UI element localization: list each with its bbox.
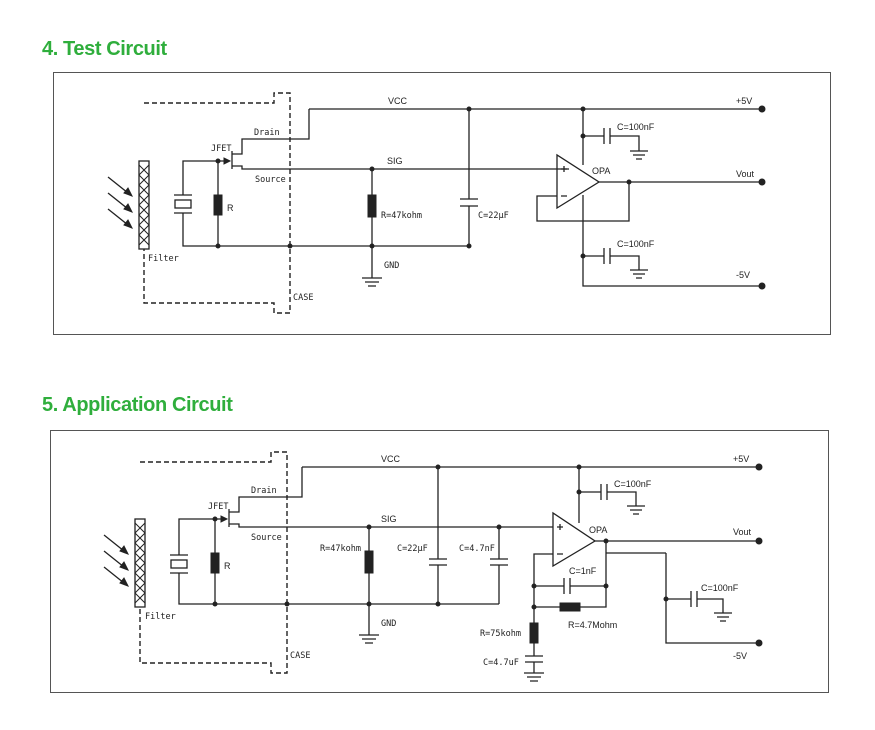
filter-element [134, 518, 146, 608]
c47u-label: C=4.7uF [483, 658, 519, 668]
vcc-label: VCC [381, 454, 401, 464]
pyroelectric-element [174, 194, 192, 214]
load-resistor-47k [367, 194, 377, 218]
minus5v-label: -5V [736, 270, 750, 280]
r-label: R [224, 561, 231, 571]
gate-resistor [210, 552, 220, 574]
c100n-bottom-label: C=100nF [617, 239, 655, 249]
drain-label: Drain [254, 128, 280, 138]
application-circuit-heading: 5. Application Circuit [42, 394, 233, 416]
sensor-case-outline [139, 451, 288, 674]
infrared-arrows [103, 534, 130, 587]
filter-label: Filter [145, 612, 176, 622]
bypass-capacitor-right [665, 553, 756, 644]
filter-element [138, 160, 150, 250]
jfet-label: JFET [208, 502, 228, 512]
r75k-label: R=75kohm [480, 629, 521, 639]
c47n-label: C=4.7nF [459, 544, 495, 554]
plus5v-label: +5V [733, 454, 749, 464]
gnd-label: GND [384, 261, 399, 271]
test-circuit-panel: VCC +5V Drain JFET SIG Source R R=47kohm… [53, 72, 831, 335]
load-resistor-47k [364, 550, 374, 574]
application-circuit-panel: VCC +5V Drain JFET SIG Source R R=47kohm… [50, 430, 829, 693]
sig-label: SIG [381, 514, 397, 524]
opa-label: OPA [592, 166, 610, 176]
source-label: Source [255, 175, 286, 185]
filter-label: Filter [148, 254, 179, 264]
opamp-symbol [556, 153, 601, 210]
gain-resistor-75k [529, 622, 539, 644]
test-circuit-schematic: VCC +5V Drain JFET SIG Source R R=47kohm… [107, 92, 766, 314]
ground-symbol [359, 604, 379, 644]
c22u-label: C=22μF [397, 544, 428, 554]
gate-resistor [213, 194, 223, 216]
plus5v-label: +5V [736, 96, 752, 106]
case-label: CASE [290, 651, 310, 661]
source-label: Source [251, 533, 282, 543]
gnd-label: GND [381, 619, 396, 629]
test-circuit-heading: 4. Test Circuit [42, 38, 167, 60]
pyroelectric-element [170, 554, 188, 574]
c22u-label: C=22μF [478, 211, 509, 221]
jfet-symbol [220, 467, 553, 528]
bypass-capacitor-top [579, 484, 645, 515]
r47m-label: R=4.7Mohm [568, 620, 617, 630]
gain-capacitor-4.7u [524, 643, 544, 682]
feedback-resistor-4.7m [559, 602, 581, 612]
c100n-top-label: C=100nF [617, 122, 655, 132]
case-label: CASE [293, 293, 313, 303]
opamp-symbol [552, 511, 597, 568]
c1n-label: C=1nF [569, 566, 597, 576]
vcc-label: VCC [388, 96, 408, 106]
r47k-label: R=47kohm [381, 211, 422, 221]
jfet-symbol [223, 109, 569, 170]
bypass-capacitor-top [583, 128, 648, 160]
infrared-arrows [107, 176, 134, 229]
c100n-top-label: C=100nF [614, 479, 652, 489]
drain-label: Drain [251, 486, 277, 496]
r47k-label: R=47kohm [320, 544, 361, 554]
ground-symbol [362, 246, 382, 287]
vout-label: Vout [736, 169, 755, 179]
bypass-capacitor-bottom [583, 248, 648, 279]
r-label: R [227, 203, 234, 213]
opa-label: OPA [589, 525, 607, 535]
feedback-capacitor-1n [534, 541, 607, 594]
vout-label: Vout [733, 527, 752, 537]
c100n-right-label: C=100nF [701, 583, 739, 593]
sig-label: SIG [387, 156, 403, 166]
minus5v-label: -5V [733, 651, 747, 661]
application-circuit-schematic: VCC +5V Drain JFET SIG Source R R=47kohm… [103, 451, 763, 682]
jfet-label: JFET [211, 144, 231, 154]
sensor-case-outline [143, 92, 291, 314]
